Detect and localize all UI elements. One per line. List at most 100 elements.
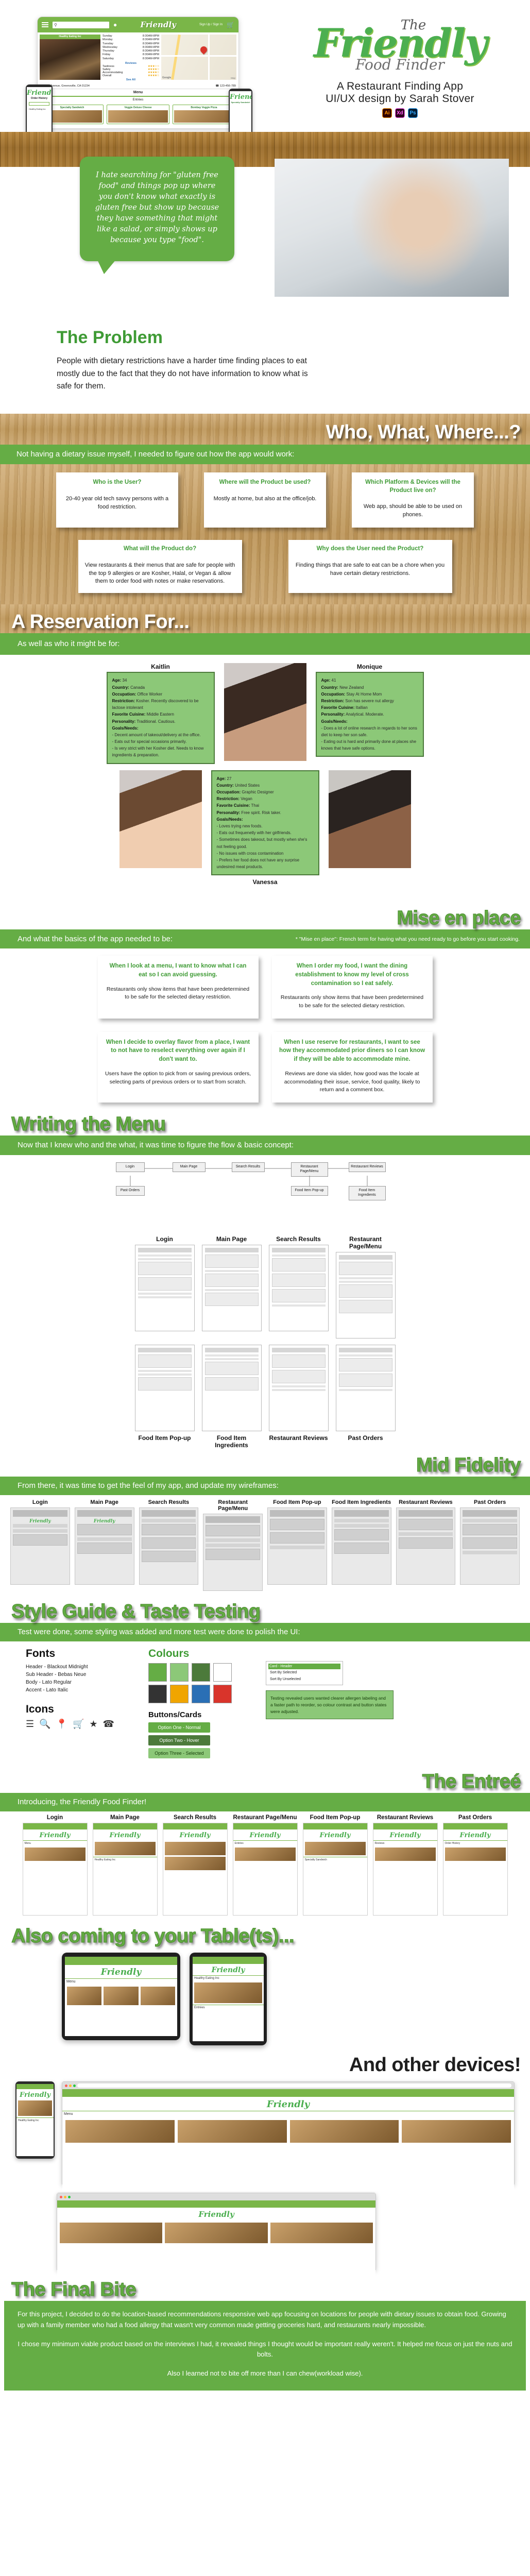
maximize-icon[interactable] (68, 2195, 71, 2198)
tablet-title: Also coming to your Table(ts)... (11, 1925, 295, 1947)
sg-fonts-heading: Fonts (26, 1648, 56, 1660)
desktop-browser-mockup-2: Friendly (57, 2193, 376, 2277)
mf-thumbnail (396, 1507, 456, 1585)
mf-thumbnail (460, 1507, 520, 1585)
hf-thumbnail: Friendly Specialty Sandwich (302, 1823, 368, 1916)
search-input[interactable]: ⚲ (53, 21, 109, 28)
flow-diagram: Login Main Page Search Results Restauran… (0, 1155, 530, 1229)
wireframe-item: Past Orders (335, 1345, 396, 1451)
persona-photo-kaitlin (224, 663, 306, 761)
devices-title: And other devices! (349, 2054, 521, 2076)
hf-screen: Restaurant Page/Menu Friendly Entrées (232, 1815, 298, 1916)
personas-subtitle-band: As well as who it might be for: (0, 633, 530, 655)
map-watermark: Google (162, 76, 172, 79)
flow-connectors (130, 1168, 367, 1187)
illustrator-icon: Ai (382, 108, 392, 118)
menu-tab[interactable]: Menu (38, 89, 238, 97)
final-title-area: The Final Bite (0, 2279, 530, 2301)
xd-icon: Xd (395, 108, 405, 118)
www-card: Which Platform & Devices will the Produc… (352, 472, 474, 528)
see-all-link[interactable]: See All (126, 78, 136, 81)
browser-viewport: Friendly Menu (62, 2089, 514, 2192)
colour-swatch (148, 1685, 167, 1704)
final-paragraph-3: Also I learned not to bite off more than… (167, 2369, 363, 2378)
card-header-demo: Card - Header Sort By Selected Sort By U… (266, 1661, 343, 1686)
maximize-icon[interactable] (73, 2084, 76, 2087)
final-paragraph-1: For this project, I decided to do the lo… (18, 2310, 506, 2329)
problem-body-text: People with dietary restrictions have a … (57, 356, 308, 391)
flow-node: Restaurant Reviews (348, 1162, 386, 1172)
phone-mockup: Friendly Healthy Eating Inc (15, 2081, 55, 2159)
hamburger-menu-icon[interactable] (42, 22, 48, 27)
www-card: What will the Product do? View restauran… (78, 540, 242, 594)
dish-card[interactable]: Veggie Deluxe Cheese (107, 104, 169, 124)
mf-screen: Restaurant Reviews (396, 1499, 456, 1591)
final-bite-section: The Final Bite For this project, I decid… (0, 2279, 530, 2391)
logo-friendly-text: Friendly (313, 20, 487, 66)
wireframe-sketch (134, 1345, 195, 1432)
flow-node: Food Item Pop-up (290, 1186, 328, 1196)
browser-chrome (62, 2082, 514, 2090)
rating-row: Overall★★★★☆ (102, 74, 160, 77)
www-title: Who, What, Where...? (326, 421, 521, 444)
menu-title: Writing the Menu (11, 1113, 166, 1136)
hf-thumbnail: Friendly (162, 1823, 228, 1916)
menu-subtitle-band: Now that I knew who and the what, it was… (0, 1136, 530, 1156)
minimize-icon[interactable] (64, 2195, 66, 2198)
mf-title: Mid Fidelity (416, 1454, 522, 1477)
hf-screen: Restaurant Reviews Friendly Reviews (372, 1815, 438, 1916)
mf-screen: Food Item Pop-up (267, 1499, 327, 1591)
mf-screen: Food Item Ingredients (331, 1499, 391, 1591)
wireframe-item: Login (134, 1232, 195, 1338)
wireframe-sketch (201, 1245, 262, 1332)
restaurant-phone[interactable]: ☎ 123-456-789 (215, 84, 236, 88)
close-icon[interactable] (65, 2084, 67, 2087)
wireframe-sketch (268, 1345, 329, 1432)
close-icon[interactable] (60, 2195, 62, 2198)
hero-designer-credit: UI/UX design by Sarah Stover (326, 92, 474, 105)
sg-icons-heading: Icons (26, 1703, 54, 1716)
mf-screen: Restaurant Page/Menu (203, 1499, 263, 1591)
dish-card[interactable]: Bombay Veggie Pizza (173, 104, 235, 124)
tablet-title-area: Also coming to your Table(ts)... (0, 1924, 530, 1947)
sg-colours-heading: Colours (148, 1648, 190, 1660)
flow-node: Main Page (172, 1162, 206, 1172)
tablet-screen: Friendly Menu (65, 1957, 177, 2037)
mf-screen: Main Page Friendly (74, 1499, 134, 1591)
www-card-area: Who is the User? 20-40 year old tech sav… (0, 464, 530, 605)
hero-tagline: A Restaurant Finding App (336, 80, 464, 92)
personas-section: A Reservation For... As well as who it m… (0, 604, 530, 899)
minimize-icon[interactable] (69, 2084, 72, 2087)
url-bar[interactable] (77, 2083, 511, 2088)
sg-font-item: Sub Header - Bebas Neue (26, 1672, 87, 1678)
persona-monique: Monique Age: 41 Country: New Zealand Occ… (315, 663, 424, 757)
restaurant-address: 82 Leaf Avenue, Greensville, CA 01234 (40, 84, 90, 88)
tablet-landscape: Friendly Menu (62, 1953, 180, 2041)
frustrated-user-photo (275, 158, 509, 297)
button-hover[interactable]: Option Two - Hover (148, 1735, 210, 1746)
wireframe-row-bottom: Food Item Pop-up Food Item Ingredients R… (0, 1342, 530, 1454)
sg-swatches (148, 1663, 236, 1704)
sg-font-item: Header - Blackout Midnight (26, 1664, 88, 1670)
map-thumbnail[interactable]: Google Map (161, 35, 236, 80)
cart-icon[interactable]: 🛒 (227, 21, 234, 28)
persona-name: Vanessa (252, 878, 278, 886)
wireframe-item: Restaurant Reviews (268, 1345, 329, 1451)
filter-dropdown[interactable] (29, 102, 49, 106)
browser-viewport: Friendly (57, 2200, 375, 2277)
signin-link[interactable]: Sign Up / Sign In (199, 23, 223, 26)
wireframe-item: Food Item Ingredients (201, 1345, 262, 1451)
mise-en-place-section: Mise en place And what the basics of the… (0, 899, 530, 1112)
map-pin-icon (199, 45, 209, 55)
button-normal[interactable]: Option One - Normal (148, 1722, 210, 1733)
hamburger-icon: ☰ (26, 1719, 35, 1730)
colour-swatch (192, 1663, 210, 1682)
hero-device-mockups: ⚲ ● Friendly Sign Up / Sign In 🛒 Healthy… (7, 7, 275, 146)
button-selected[interactable]: Option Three - Selected (148, 1748, 210, 1759)
location-pin-icon[interactable]: ● (113, 21, 117, 28)
mep-card: When I order my food, I want the dining … (271, 956, 433, 1019)
mf-thumbnail: Friendly (10, 1507, 70, 1585)
mf-screen: Login Friendly (10, 1499, 70, 1591)
